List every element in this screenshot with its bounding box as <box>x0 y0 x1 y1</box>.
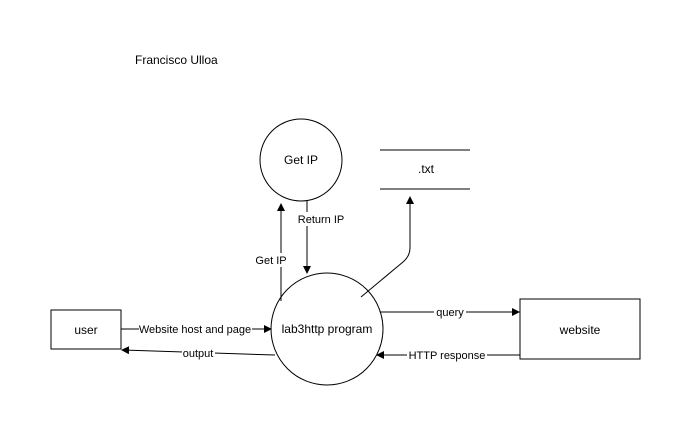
edge-host-and-page-label: Website host and page <box>139 324 251 336</box>
edge-output-label: output <box>183 348 214 360</box>
edge-return-ip: Return IP <box>295 201 347 274</box>
edge-query-label: query <box>436 307 464 319</box>
get-ip-process-label: Get IP <box>284 153 318 167</box>
edge-get-ip: Get IP <box>253 203 289 301</box>
edge-output: output <box>121 346 276 360</box>
edge-to-txt <box>360 196 414 298</box>
user-entity[interactable]: user <box>50 309 122 350</box>
edge-query: query <box>380 305 520 319</box>
author-name: Francisco Ulloa <box>135 53 218 67</box>
txt-data-store[interactable]: .txt <box>380 149 470 190</box>
user-entity-label: user <box>74 323 97 337</box>
txt-data-store-label: .txt <box>418 162 435 176</box>
lab3http-program-label: lab3http program <box>282 322 373 336</box>
edge-http-response: HTTP response <box>376 348 520 362</box>
edge-http-response-label: HTTP response <box>409 350 486 362</box>
get-ip-process[interactable]: Get IP <box>259 118 343 202</box>
lab3http-program-process[interactable]: lab3http program <box>270 272 384 386</box>
website-entity[interactable]: website <box>519 298 641 360</box>
website-entity-label: website <box>559 323 601 337</box>
edge-return-ip-label: Return IP <box>298 214 344 226</box>
edge-host-and-page: Website host and page <box>121 322 272 336</box>
edge-get-ip-label: Get IP <box>255 255 286 267</box>
